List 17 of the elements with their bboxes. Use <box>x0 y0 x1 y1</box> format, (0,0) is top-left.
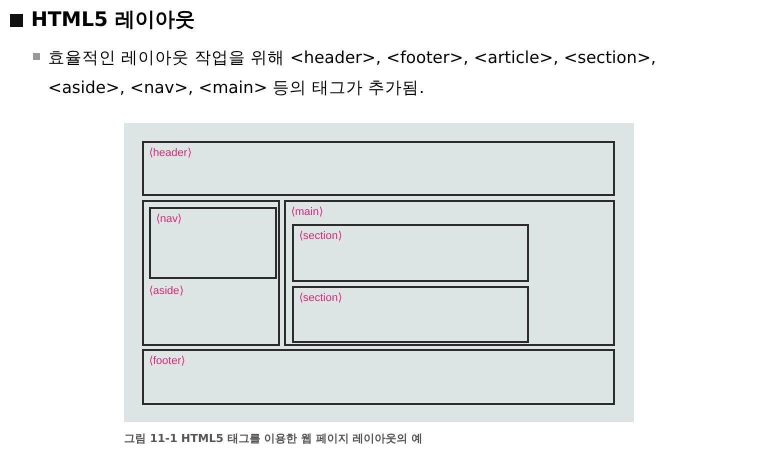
layout-box <box>292 224 529 282</box>
tag-label: ⟨nav⟩ <box>156 212 182 225</box>
tag-label: ⟨section⟩ <box>299 229 342 242</box>
layout-box <box>142 200 280 346</box>
figure-caption: 그림 11-1 HTML5 태그를 이용한 웹 페이지 레이아웃의 예 <box>124 431 422 446</box>
tag-label: ⟨section⟩ <box>299 291 342 304</box>
layout-box <box>292 286 529 343</box>
title: HTML5 레이아웃 <box>31 6 195 33</box>
tag-label: ⟨header⟩ <box>149 146 192 159</box>
layout-box <box>142 141 615 196</box>
layout-box <box>142 349 615 405</box>
layout-box <box>284 200 615 346</box>
tag-label: ⟨aside⟩ <box>149 284 184 297</box>
tag-label: ⟨footer⟩ <box>149 354 186 367</box>
layout-box <box>149 207 277 279</box>
tag-label: ⟨main⟩ <box>291 205 323 218</box>
bullet-text: 효율적인 레이아웃 작업을 위해 <header>, <footer>, <article>, <section>, <aside>, <nav>, <main> 등의 태그가 추가됨. <box>48 47 658 99</box>
